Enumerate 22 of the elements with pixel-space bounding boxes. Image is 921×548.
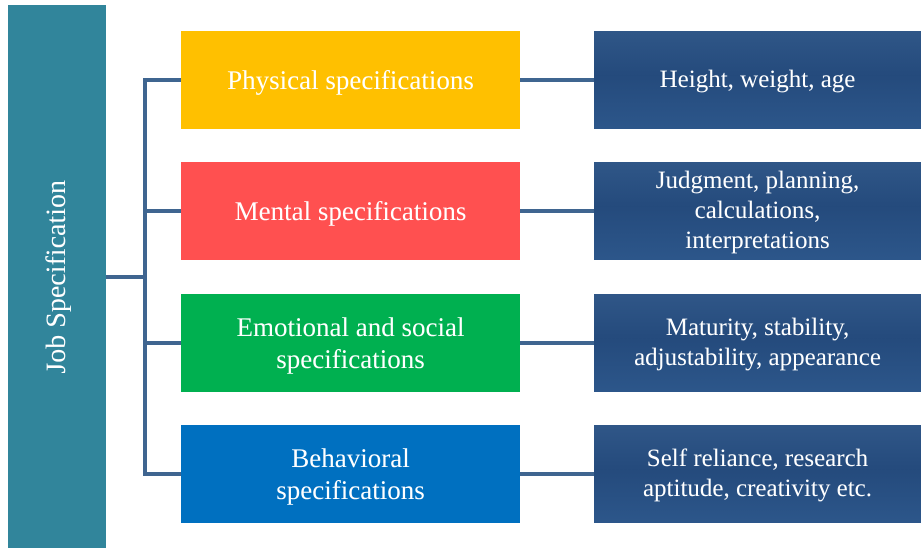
category-label: Mental specifications	[234, 194, 466, 228]
detail-text: Height, weight, age	[660, 65, 856, 95]
connector-line	[520, 472, 594, 476]
detail-text: Self reliance, research aptitude, creativity etc.	[642, 444, 874, 504]
detail-box	[594, 425, 921, 523]
title-bar	[8, 5, 106, 548]
detail-text: Maturity, stability, adjustability, appearance	[633, 313, 882, 373]
category-box	[181, 162, 520, 260]
category-label: Emotional and social specifications	[236, 310, 466, 376]
category-box	[181, 31, 520, 129]
category-box	[181, 425, 520, 523]
title-text: Job Specification	[41, 180, 73, 374]
category-box	[181, 294, 520, 392]
connector-line	[520, 209, 594, 213]
category-label: Physical specifications	[227, 64, 474, 96]
detail-text: Judgment, planning, calculations, interpretations	[654, 166, 860, 256]
connector-line	[520, 78, 594, 82]
connector-line	[520, 341, 594, 345]
category-label: Behavioral specifications	[275, 442, 426, 506]
detail-box	[594, 162, 921, 260]
detail-box	[594, 294, 921, 392]
detail-box	[594, 31, 921, 129]
